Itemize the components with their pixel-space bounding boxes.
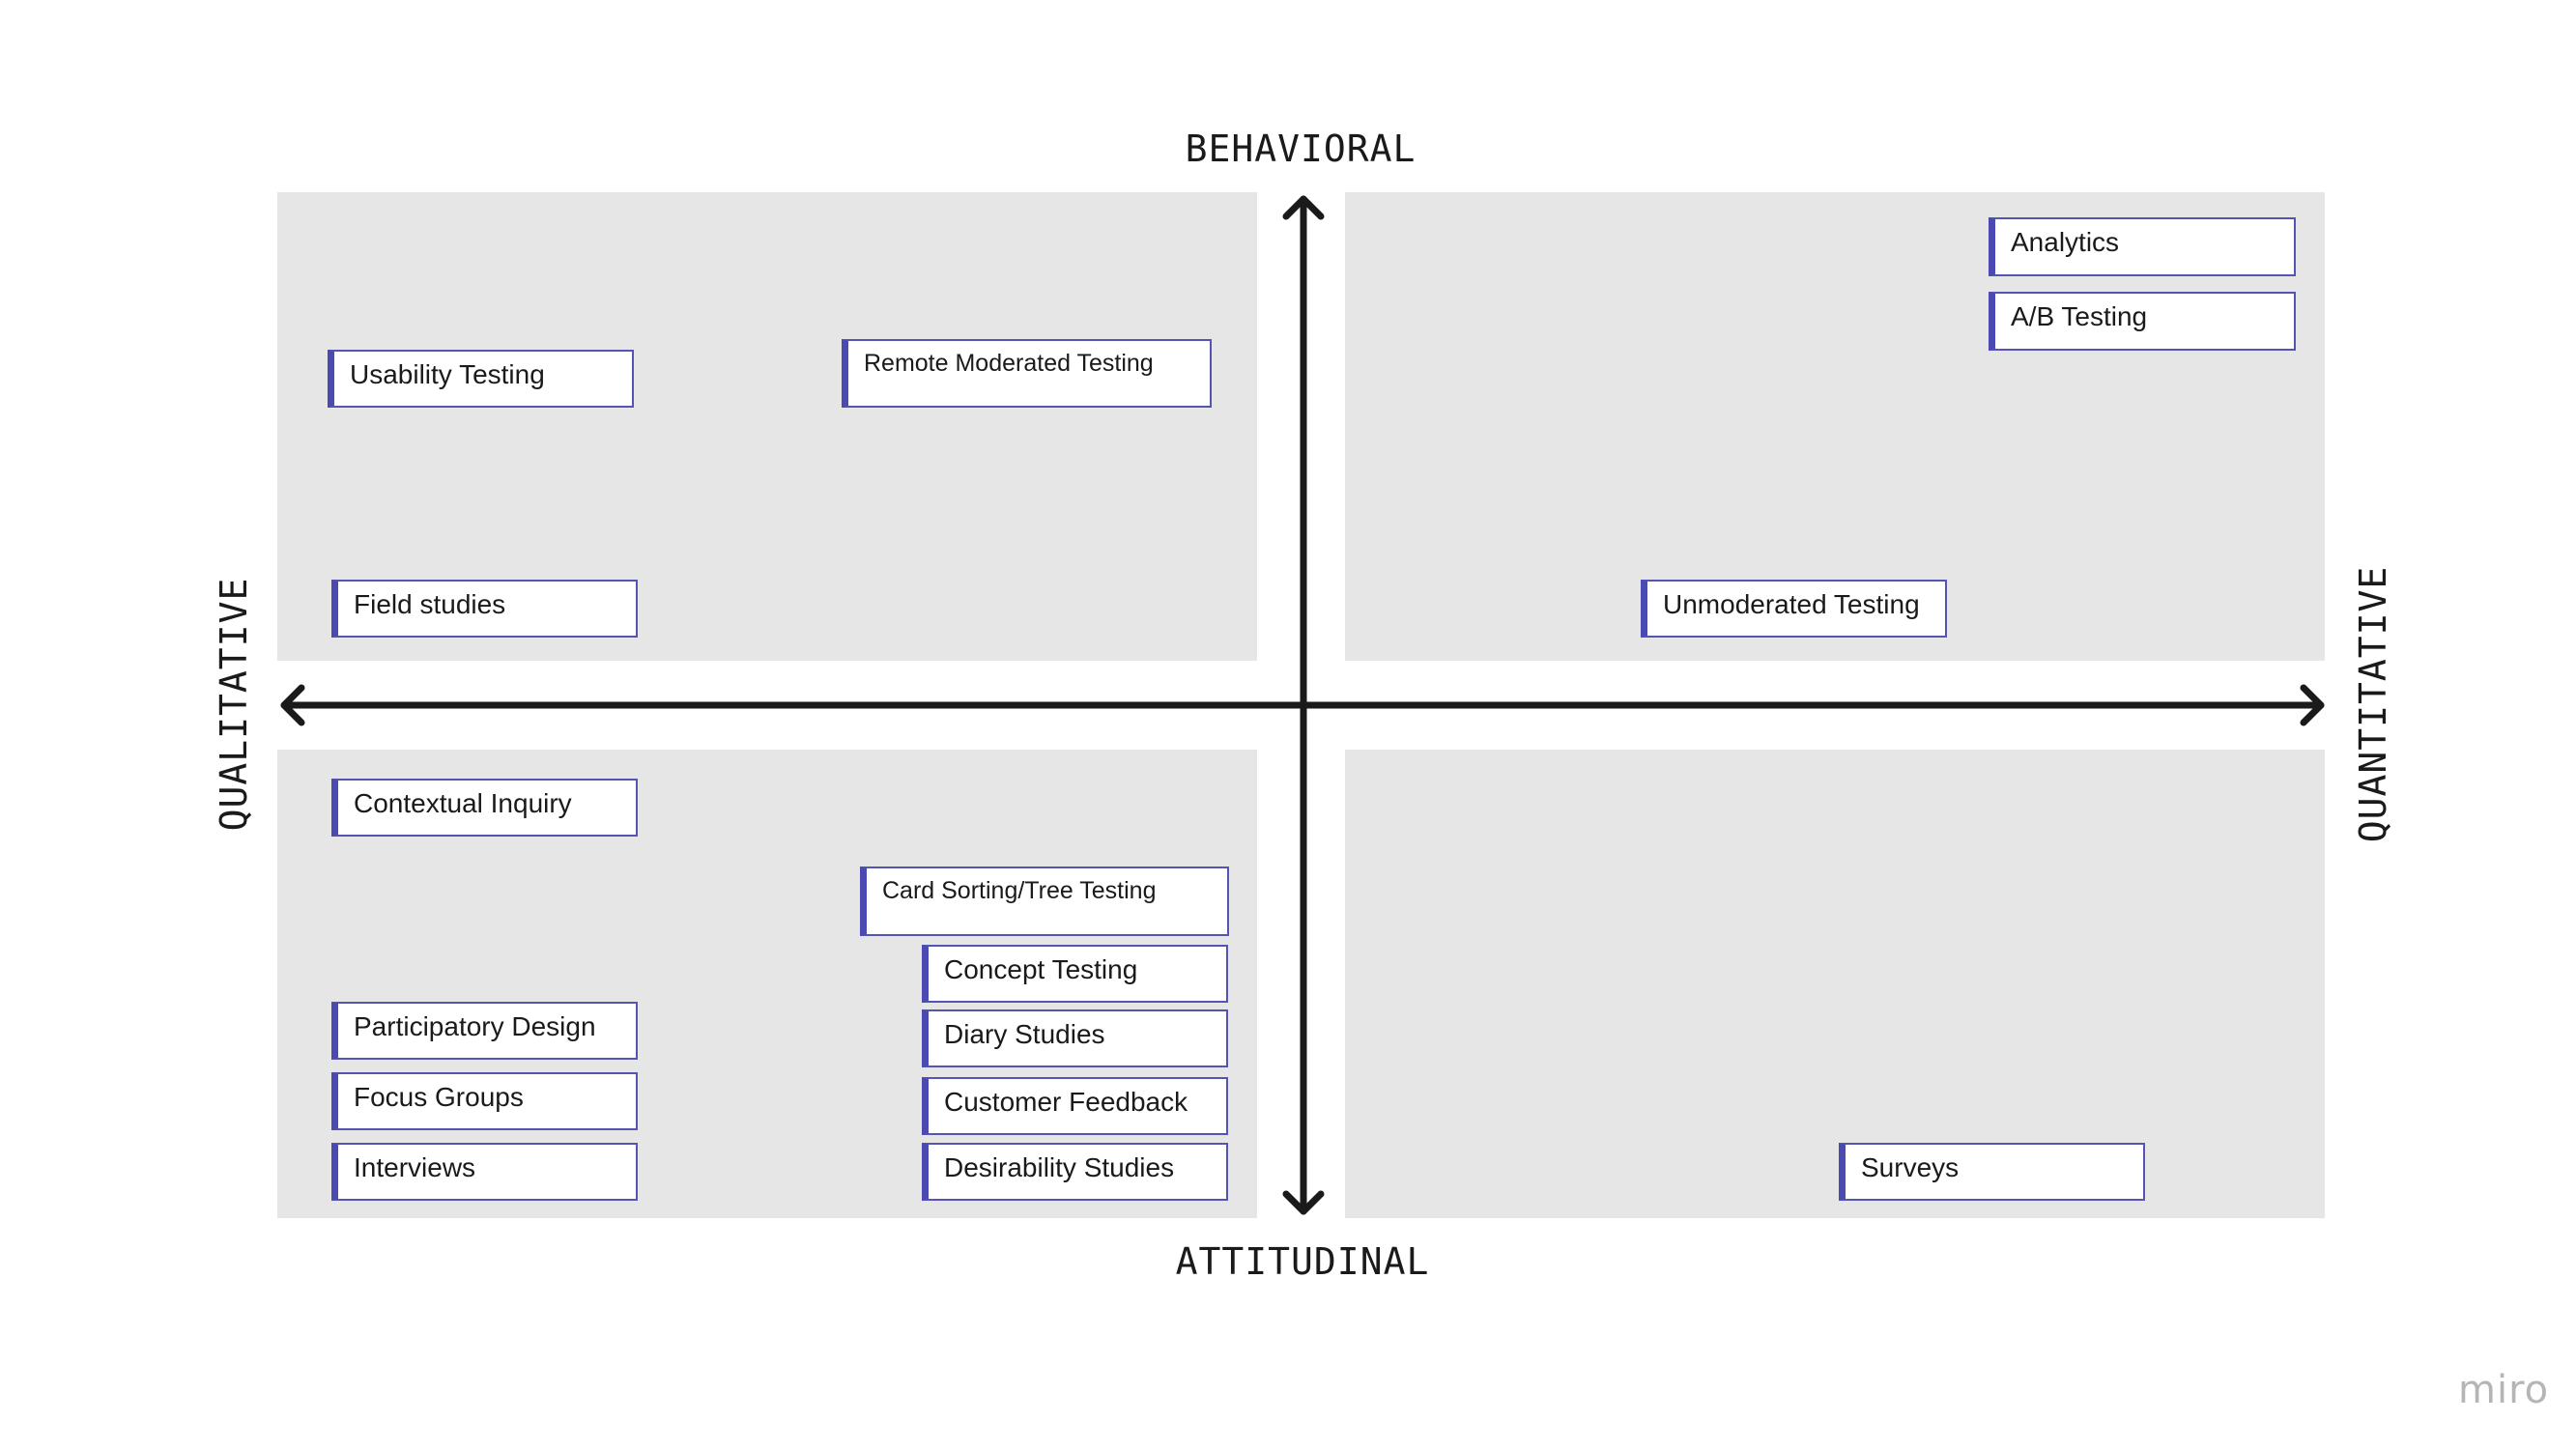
arrow-right-icon xyxy=(2300,684,2325,726)
card-contextual-inquiry[interactable]: Contextual Inquiry xyxy=(331,779,638,837)
card-card-sorting-tree-testing[interactable]: Card Sorting/Tree Testing xyxy=(860,867,1229,936)
card-analytics[interactable]: Analytics xyxy=(1989,217,2296,276)
axis-label-behavioral: BEHAVIORAL xyxy=(1185,128,1417,170)
card-field-studies[interactable]: Field studies xyxy=(331,580,638,638)
card-customer-feedback[interactable]: Customer Feedback xyxy=(922,1077,1228,1135)
card-usability-testing[interactable]: Usability Testing xyxy=(328,350,634,408)
card-interviews[interactable]: Interviews xyxy=(331,1143,638,1201)
card-remote-moderated-testing[interactable]: Remote Moderated Testing xyxy=(842,339,1212,408)
card-focus-groups[interactable]: Focus Groups xyxy=(331,1072,638,1130)
quadrant-attitudinal-quantitative xyxy=(1345,750,2325,1218)
card-unmoderated-testing[interactable]: Unmoderated Testing xyxy=(1641,580,1947,638)
card-diary-studies[interactable]: Diary Studies xyxy=(922,1009,1228,1067)
axis-label-quantitative: QUANTITATIVE xyxy=(2352,565,2394,843)
axis-label-attitudinal: ATTITUDINAL xyxy=(1175,1240,1430,1283)
axis-label-qualitative: QUALITATIVE xyxy=(213,577,255,832)
card-surveys[interactable]: Surveys xyxy=(1839,1143,2145,1201)
arrow-down-icon xyxy=(1282,1190,1325,1215)
card-participatory-design[interactable]: Participatory Design xyxy=(331,1002,638,1060)
arrow-left-icon xyxy=(280,684,305,726)
card-concept-testing[interactable]: Concept Testing xyxy=(922,945,1228,1003)
miro-logo: miro xyxy=(2458,1368,2550,1412)
card-desirability-studies[interactable]: Desirability Studies xyxy=(922,1143,1228,1201)
card-ab-testing[interactable]: A/B Testing xyxy=(1989,292,2296,351)
arrow-up-icon xyxy=(1282,195,1325,220)
